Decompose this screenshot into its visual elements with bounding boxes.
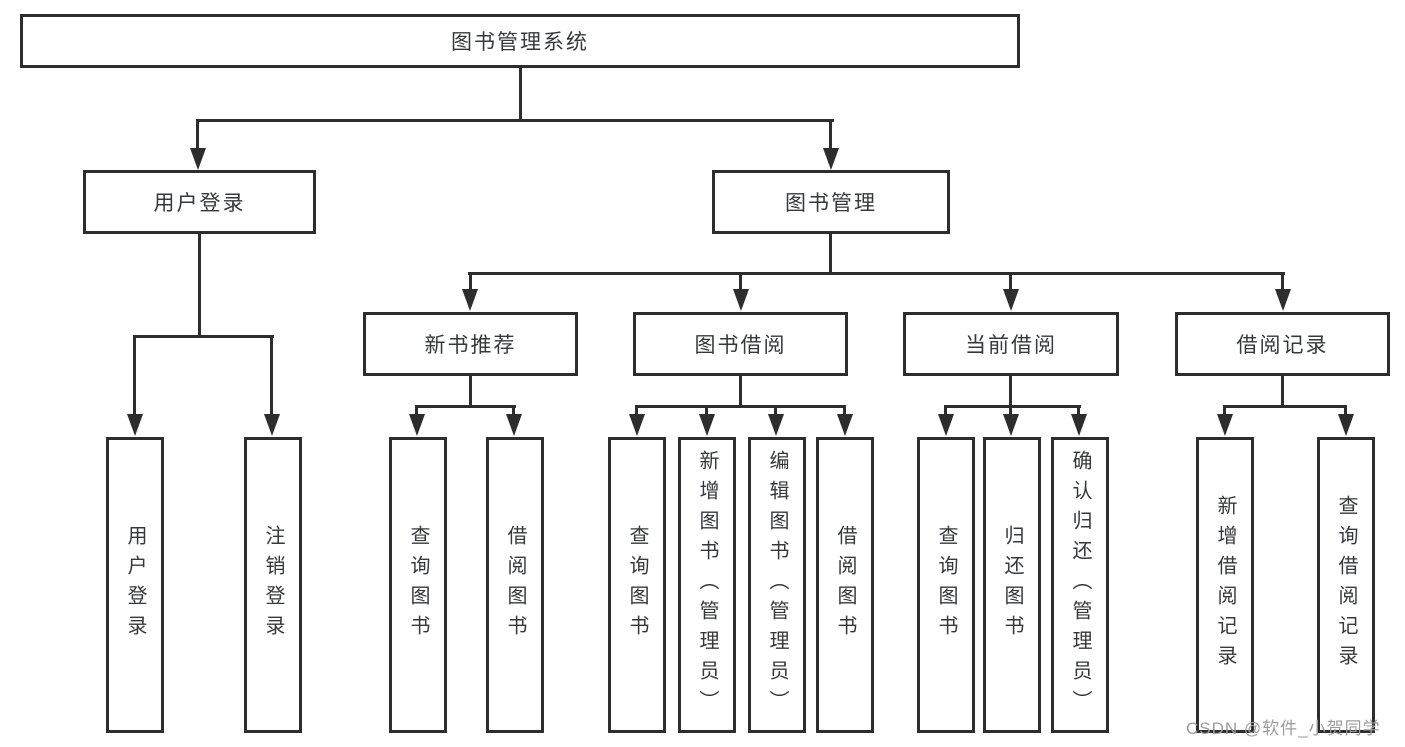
- connector-vline: [1009, 405, 1012, 416]
- arrowhead-down-icon: [768, 414, 784, 436]
- node-new-book-recommend: 新书推荐: [363, 312, 578, 376]
- connector-vline: [133, 335, 136, 414]
- connector-vline: [829, 119, 832, 150]
- connector-hline: [133, 335, 274, 338]
- leaf-add-book-admin: 新增图书（管理员）: [678, 437, 736, 733]
- arrowhead-down-icon: [127, 414, 143, 436]
- connector-hline: [1223, 405, 1347, 408]
- connector-hline: [415, 405, 516, 408]
- leaf-return-books: 归还图书: [983, 437, 1041, 733]
- leaf-query-books-borrow: 查询图书: [608, 437, 666, 733]
- connector-vline: [635, 405, 638, 416]
- leaf-add-borrow-record: 新增借阅记录: [1196, 437, 1254, 733]
- watermark: CSDN @软件_小贺同学: [1186, 719, 1381, 738]
- arrowhead-down-icon: [1071, 414, 1087, 436]
- leaf-query-books-current: 查询图书: [917, 437, 975, 733]
- connector-vline: [1281, 272, 1284, 290]
- connector-vline: [1281, 376, 1284, 405]
- leaf-query-borrow-record: 查询借阅记录: [1317, 437, 1375, 733]
- connector-vline: [944, 405, 947, 416]
- node-current-borrowing: 当前借阅: [903, 312, 1119, 376]
- leaf-edit-book-admin: 编辑图书（管理员）: [748, 437, 806, 733]
- leaf-confirm-return-admin: 确认归还（管理员）: [1051, 437, 1109, 733]
- connector-vline: [519, 68, 522, 119]
- connector-vline: [1077, 405, 1080, 416]
- arrowhead-down-icon: [190, 148, 206, 170]
- arrowhead-down-icon: [409, 414, 425, 436]
- connector-vline: [1344, 405, 1347, 416]
- connector-vline: [843, 405, 846, 416]
- connector-vline: [469, 272, 472, 290]
- leaf-logout: 注销登录: [244, 437, 302, 733]
- connector-vline: [705, 405, 708, 416]
- arrowhead-down-icon: [1338, 414, 1354, 436]
- arrowhead-down-icon: [1003, 414, 1019, 436]
- leaf-borrow-books: 借阅图书: [816, 437, 874, 733]
- connector-hline: [944, 405, 1081, 408]
- connector-vline: [829, 234, 832, 272]
- arrowhead-down-icon: [1275, 289, 1291, 311]
- connector-vline: [198, 234, 201, 335]
- arrowhead-down-icon: [462, 289, 478, 311]
- arrowhead-down-icon: [506, 414, 522, 436]
- connector-vline: [1009, 272, 1012, 290]
- leaf-borrow-books-newbook: 借阅图书: [486, 437, 544, 733]
- arrowhead-down-icon: [823, 148, 839, 170]
- connector-vline: [774, 405, 777, 416]
- connector-vline: [469, 376, 472, 405]
- arrowhead-down-icon: [837, 414, 853, 436]
- arrowhead-down-icon: [1003, 289, 1019, 311]
- connector-vline: [270, 335, 273, 414]
- connector-hline: [197, 119, 834, 122]
- node-book-borrowing: 图书借阅: [633, 312, 848, 376]
- connector-vline: [1009, 376, 1012, 405]
- arrowhead-down-icon: [938, 414, 954, 436]
- leaf-user-login: 用户登录: [106, 437, 164, 733]
- connector-vline: [415, 405, 418, 416]
- arrowhead-down-icon: [629, 414, 645, 436]
- node-library-system: 图书管理系统: [20, 14, 1020, 68]
- arrowhead-down-icon: [264, 414, 280, 436]
- connector-hline: [635, 405, 846, 408]
- node-book-management: 图书管理: [712, 170, 950, 234]
- node-user-login: 用户登录: [83, 170, 316, 234]
- arrowhead-down-icon: [699, 414, 715, 436]
- connector-vline: [196, 119, 199, 150]
- node-borrowing-records: 借阅记录: [1175, 312, 1390, 376]
- connector-hline: [468, 272, 1285, 275]
- connector-vline: [1223, 405, 1226, 416]
- arrowhead-down-icon: [733, 289, 749, 311]
- connector-vline: [739, 376, 742, 405]
- connector-vline: [512, 405, 515, 416]
- connector-vline: [739, 272, 742, 290]
- leaf-query-books-newbook: 查询图书: [389, 437, 447, 733]
- arrowhead-down-icon: [1217, 414, 1233, 436]
